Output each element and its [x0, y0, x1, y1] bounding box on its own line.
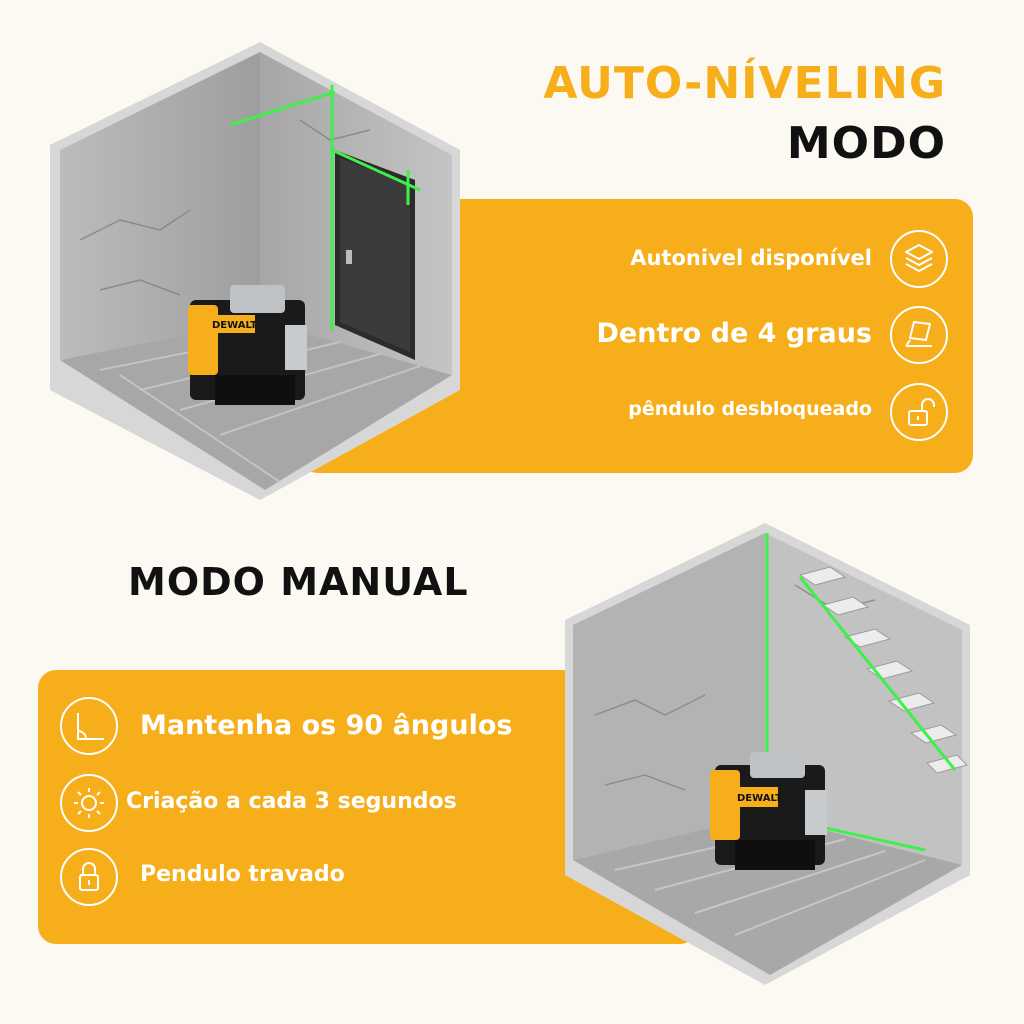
auto-mode-subtitle: MODO	[786, 118, 946, 169]
layers-icon	[890, 230, 948, 288]
feature-keep-90-angles: Mantenha os 90 ângulos	[140, 710, 513, 741]
room-scene-door: DEWALT	[40, 30, 480, 510]
feature-pendulum-locked: Pendulo travado	[140, 862, 345, 887]
room-scene-stairs: DEWALT	[555, 515, 985, 995]
brand-label: DEWALT	[737, 793, 782, 804]
locked-padlock-icon	[60, 848, 118, 906]
feature-autolevel: Autonivel disponível	[630, 246, 872, 270]
laptop-tilt-icon	[890, 306, 948, 364]
manual-mode-title: MODO MANUAL	[128, 560, 469, 604]
auto-mode-title: AUTO-NÍVELING	[543, 58, 946, 109]
sun-icon	[60, 774, 118, 832]
right-angle-icon	[60, 697, 118, 755]
brand-label: DEWALT	[212, 320, 257, 331]
laser-level-device: DEWALT	[188, 285, 307, 405]
unlocked-padlock-icon	[890, 383, 948, 441]
laser-level-device: DEWALT	[710, 752, 827, 870]
feature-within-4-degrees: Dentro de 4 graus	[596, 318, 873, 349]
feature-pendulum-unlocked: pêndulo desbloqueado	[628, 398, 872, 420]
feature-every-3-seconds: Criação a cada 3 segundos	[126, 789, 457, 814]
